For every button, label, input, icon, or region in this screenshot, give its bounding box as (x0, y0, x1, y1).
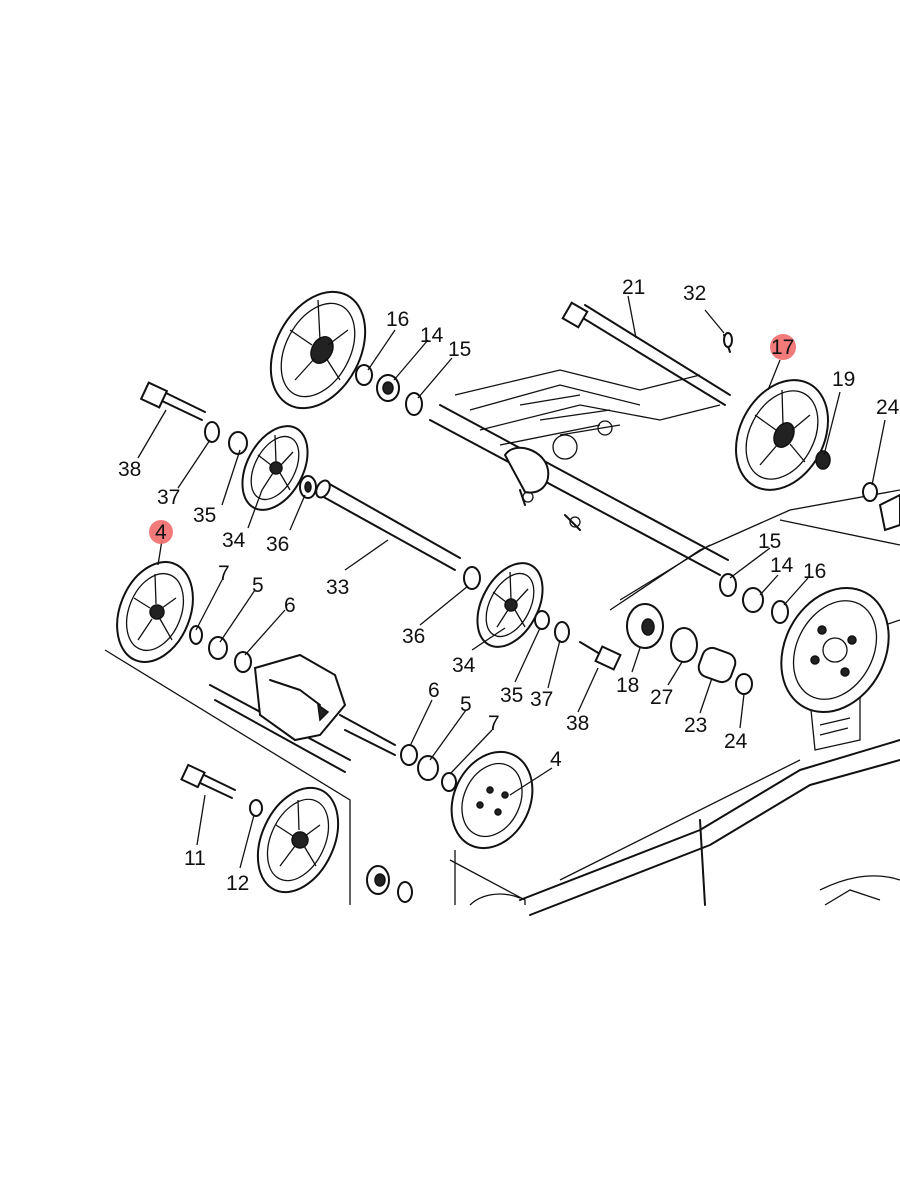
part-label-11[interactable]: 11 (184, 847, 206, 870)
part-label-36-lower[interactable]: 36 (402, 625, 425, 648)
part-label-5-lower[interactable]: 5 (460, 693, 472, 716)
part-label-37-lower[interactable]: 37 (530, 688, 553, 711)
wheel-4-right (450, 750, 534, 850)
part-label-36[interactable]: 36 (266, 533, 289, 556)
part-label-27[interactable]: 27 (650, 686, 673, 709)
part-label-34-lower[interactable]: 34 (452, 654, 476, 677)
part-label-14[interactable]: 14 (420, 324, 444, 347)
part-label-4-lower[interactable]: 4 (550, 748, 562, 771)
wheel-34-upper (241, 425, 309, 511)
shaft-21 (561, 301, 731, 406)
wheel-34-lower (476, 562, 544, 648)
part-label-16-lower[interactable]: 16 (803, 560, 826, 583)
wheel-upper-left (269, 290, 367, 410)
part-label-12[interactable]: 12 (226, 872, 249, 895)
part-label-35-lower[interactable]: 35 (500, 684, 523, 707)
bolt-38-upper (139, 381, 206, 421)
part-label-16[interactable]: 16 (386, 308, 409, 331)
chassis-frame (104, 369, 900, 916)
part-labels: 16 14 15 21 32 17 19 24 38 37 35 34 36 4… (118, 276, 900, 895)
wheel-lower-left (256, 786, 340, 894)
highlight-marker-4 (149, 520, 173, 544)
part-label-7[interactable]: 7 (218, 562, 230, 585)
part-label-24[interactable]: 24 (876, 396, 900, 419)
pin-32 (723, 332, 733, 353)
part-label-15[interactable]: 15 (448, 338, 471, 361)
part-label-5[interactable]: 5 (252, 574, 264, 597)
part-label-17[interactable]: 17 (771, 336, 794, 359)
part-label-38-lower[interactable]: 38 (566, 712, 589, 735)
part-label-35[interactable]: 35 (193, 504, 216, 527)
part-label-18[interactable]: 18 (616, 674, 639, 697)
small-parts (189, 364, 900, 903)
part-label-14-lower[interactable]: 14 (770, 554, 794, 577)
leader-lines (137, 295, 886, 869)
wheel-right-large (780, 586, 890, 714)
part-label-6-lower[interactable]: 6 (428, 679, 440, 702)
part-label-34[interactable]: 34 (222, 529, 246, 552)
shaft-33 (315, 479, 461, 571)
part-label-32[interactable]: 32 (683, 282, 706, 305)
part-label-7-lower[interactable]: 7 (488, 712, 500, 735)
part-label-24-lower[interactable]: 24 (724, 730, 748, 753)
highlight-marker-17 (770, 334, 796, 360)
part-label-4[interactable]: 4 (155, 521, 167, 544)
wheel-17 (734, 379, 830, 491)
part-label-23[interactable]: 23 (684, 714, 707, 737)
wheel-4-left (116, 561, 194, 663)
part-label-6[interactable]: 6 (284, 594, 296, 617)
bolt-38-lower (579, 641, 622, 671)
part-label-19[interactable]: 19 (832, 368, 855, 391)
part-label-21[interactable]: 21 (622, 276, 645, 299)
part-label-33[interactable]: 33 (326, 576, 349, 599)
part-label-38[interactable]: 38 (118, 458, 141, 481)
bolt-11 (180, 763, 236, 799)
part-label-15-lower[interactable]: 15 (758, 530, 781, 553)
part-label-37[interactable]: 37 (157, 486, 180, 509)
